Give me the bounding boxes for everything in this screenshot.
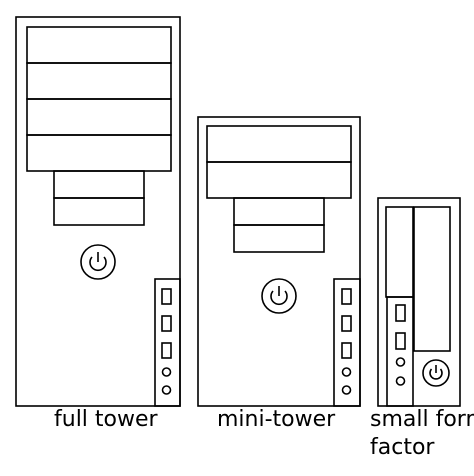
usb-port-icon xyxy=(395,332,406,350)
drive-bay xyxy=(26,98,172,136)
usb-port-icon xyxy=(161,288,172,305)
usb-port-icon xyxy=(341,288,352,305)
mini-tower-label: mini-tower xyxy=(217,407,336,432)
small-drive-bay xyxy=(53,197,145,226)
drive-bay xyxy=(26,26,172,64)
sff-body xyxy=(377,197,461,407)
case-labels: full tower mini-tower small form factor xyxy=(54,407,474,460)
small-drive-bay xyxy=(233,224,325,253)
small-drive-bay xyxy=(233,197,325,226)
small-drive-bay xyxy=(53,170,145,199)
power-icon xyxy=(261,278,297,314)
usb-port-icon xyxy=(341,342,352,359)
full-tower-body xyxy=(15,16,181,407)
full-tower-drive-bays xyxy=(26,26,172,226)
small-form-factor-case xyxy=(377,197,461,407)
audio-jack-icon xyxy=(341,367,352,377)
audio-jack-icon xyxy=(161,367,172,377)
full-tower-case xyxy=(15,16,181,407)
power-icon xyxy=(422,359,450,387)
power-icon xyxy=(80,244,116,280)
usb-port-icon xyxy=(395,304,406,322)
drive-bay xyxy=(206,161,352,199)
audio-jack-icon xyxy=(161,385,172,395)
audio-jack-icon xyxy=(341,385,352,395)
small-form-factor-label-line2: factor xyxy=(370,435,435,460)
mini-tower-body xyxy=(197,116,361,407)
front-io-panel xyxy=(154,278,181,407)
slim-drive-bay xyxy=(385,206,414,298)
mini-tower-case xyxy=(197,116,361,407)
usb-port-icon xyxy=(161,342,172,359)
drive-bay xyxy=(26,62,172,100)
audio-jack-icon xyxy=(395,376,406,386)
full-tower-label: full tower xyxy=(54,407,159,432)
drive-bay xyxy=(26,134,172,172)
front-io-panel xyxy=(333,278,361,407)
drive-bay xyxy=(206,125,352,163)
usb-port-icon xyxy=(161,315,172,332)
slim-drive-bay xyxy=(413,206,451,352)
usb-port-icon xyxy=(341,315,352,332)
mini-tower-drive-bays xyxy=(206,125,352,253)
small-form-factor-label-line1: small form xyxy=(370,407,474,432)
audio-jack-icon xyxy=(395,357,406,367)
front-io-panel xyxy=(386,296,414,407)
